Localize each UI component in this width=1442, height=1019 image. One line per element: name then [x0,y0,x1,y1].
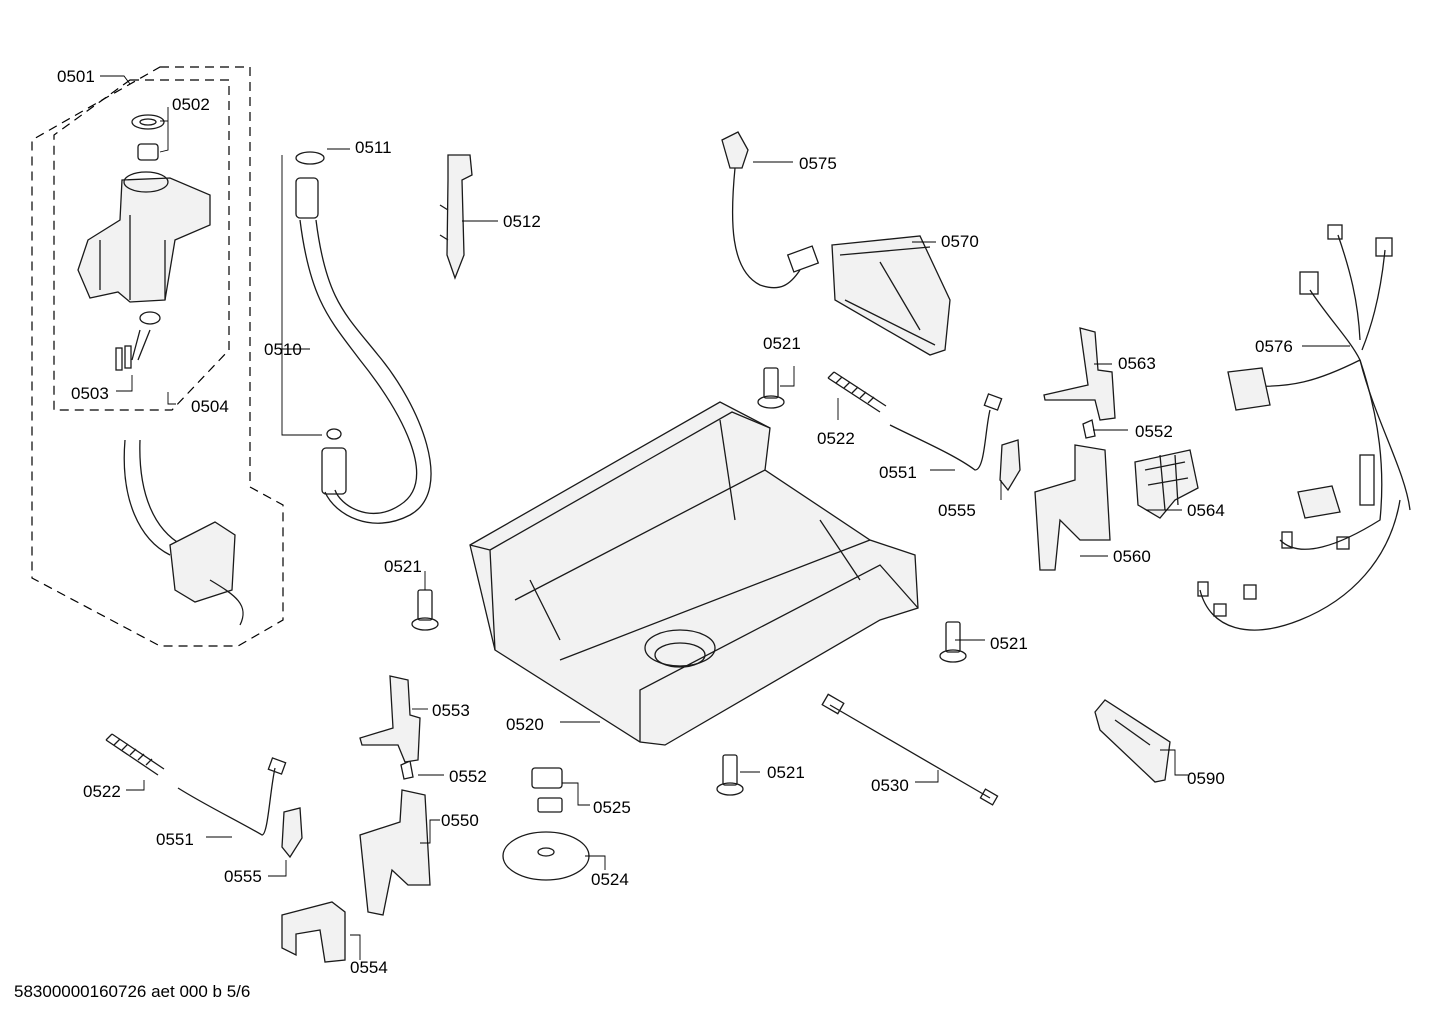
clip-0555-lower-part [281,807,303,859]
bracket-0560-part [1034,444,1111,571]
drain-hose-part [295,151,432,524]
sensor-cable-0530-part [821,693,999,806]
label-0550: 0550 [441,811,479,830]
connector-0525-part [531,767,563,813]
label-0522-upper: 0522 [817,429,855,448]
label-0502: 0502 [172,95,210,114]
document-footer-code: 58300000160726 aet 000 b 5/6 [14,982,251,1001]
label-0575: 0575 [799,154,837,173]
clip-0512-part [439,154,473,280]
label-0521-bottom: 0521 [767,763,805,782]
panel-0590-part [1094,699,1171,783]
seal-ring-part [131,114,165,161]
label-0552-lower: 0552 [449,767,487,786]
label-0553: 0553 [432,701,470,720]
duct-0554-part [281,901,346,963]
foot-0521-left-part [411,589,439,631]
leader-lines [100,75,1350,960]
label-0524: 0524 [591,870,629,889]
label-0504: 0504 [191,397,229,416]
valve-hose-part [123,439,244,626]
spring-0522-upper-part [827,371,887,413]
label-0551-upper: 0551 [879,463,917,482]
label-0554: 0554 [350,958,388,977]
clip-0552-lower-part [400,760,414,780]
inlet-valve-part [77,171,211,371]
clip-0555-upper-part [999,439,1021,492]
hinge-0563-part [1043,327,1116,421]
cable-0551-upper-part [889,393,1003,471]
label-0560: 0560 [1113,547,1151,566]
label-0511: 0511 [355,138,392,157]
label-0590: 0590 [1187,769,1225,788]
power-cord-part [721,131,820,289]
cable-holder-0564-part [1134,449,1199,519]
label-0576: 0576 [1255,337,1293,356]
base-tub-part [469,401,919,746]
wiring-harness-part [1197,224,1411,631]
label-0564: 0564 [1187,501,1225,520]
label-0555-upper: 0555 [938,501,976,520]
label-0521-left: 0521 [384,557,422,576]
label-0521-top: 0521 [763,334,801,353]
control-module-part [831,235,951,356]
bracket-0550-part [359,789,431,916]
foot-0521-top-part [757,367,785,409]
label-0530: 0530 [871,776,909,795]
disc-0524-part [502,831,590,881]
label-0570: 0570 [941,232,979,251]
foot-0521-bottom-part [716,754,744,796]
foot-0521-right-part [939,621,967,663]
clip-0552-upper-part [1082,419,1096,439]
label-0512: 0512 [503,212,541,231]
label-0510: 0510 [264,340,302,359]
hinge-0553-part [359,675,421,763]
label-0501: 0501 [57,67,95,86]
label-0551-lower: 0551 [156,830,194,849]
label-0520: 0520 [506,715,544,734]
part-labels: 0501 0502 0503 0504 0510 0511 0512 0520 … [57,67,1293,977]
label-0522-lower: 0522 [83,782,121,801]
label-0503: 0503 [71,384,109,403]
label-0552-upper: 0552 [1135,422,1173,441]
spring-0522-lower-part [105,733,165,776]
label-0521-right: 0521 [990,634,1028,653]
label-0525: 0525 [593,798,631,817]
label-0555-lower: 0555 [224,867,262,886]
group-outline-0501 [31,66,284,647]
label-0563: 0563 [1118,354,1156,373]
cable-0551-lower-part [177,757,287,836]
group-outline-0504 [53,79,230,411]
